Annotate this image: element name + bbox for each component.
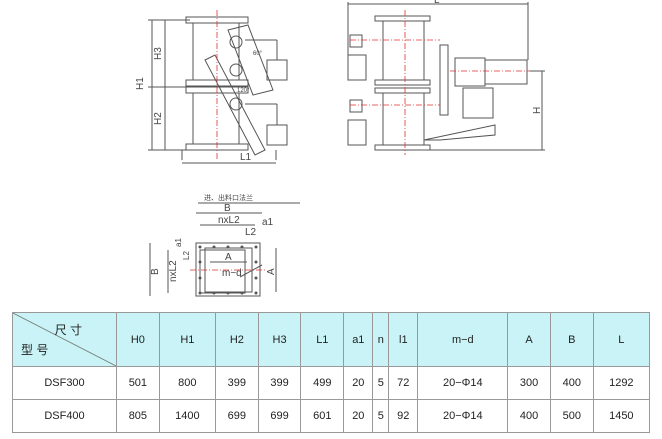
label-b-left: B	[150, 268, 161, 275]
cell: 5	[372, 399, 390, 433]
cell: 20−Φ14	[417, 399, 509, 433]
cell: 499	[300, 366, 345, 400]
label-l1: L1	[240, 152, 252, 163]
centerlines	[190, 10, 530, 271]
label-a-inner: A	[225, 252, 232, 263]
cell: 399	[257, 366, 302, 400]
front-view	[148, 16, 288, 164]
label-md: m−d	[222, 268, 242, 279]
table-row: DSF400 805 1400 699 699 601 20 5 92 20−Φ…	[12, 399, 651, 433]
cell: 400	[507, 399, 551, 433]
cell: 300	[507, 366, 551, 400]
cell: 92	[388, 399, 419, 433]
technical-drawing: H1 H3 H2 L1 60° 120° L H 进、出料口法兰 B nxL2 …	[135, 0, 545, 297]
col-header: m−d	[417, 312, 509, 367]
col-header: H3	[257, 312, 302, 367]
label-h1: H1	[135, 77, 146, 90]
flange-view	[149, 202, 300, 297]
dimension-table: 尺 寸 型 号 H0 H1 H2 H3 L1 a1 n l1 m−d A B L…	[12, 312, 651, 433]
col-header: l1	[388, 312, 419, 367]
col-header: H2	[214, 312, 259, 367]
flange-caption: 进、出料口法兰	[204, 193, 253, 202]
side-view	[347, 2, 545, 151]
label-nxl2-top: nxL2	[218, 215, 240, 226]
label-l: L	[434, 0, 440, 6]
cell: 20	[343, 399, 374, 433]
col-header: L1	[300, 312, 345, 367]
cell: 20−Φ14	[417, 366, 509, 400]
label-a-right: A	[266, 268, 277, 275]
cell: 1400	[158, 399, 216, 433]
cell: 699	[214, 399, 259, 433]
table-row: DSF300 501 800 399 399 499 20 5 72 20−Φ1…	[12, 366, 651, 400]
corner-size-label: 尺 寸	[54, 323, 82, 337]
model-cell: DSF300	[12, 366, 117, 400]
cell: 5	[372, 366, 390, 400]
cell: 72	[388, 366, 419, 400]
col-header: A	[507, 312, 551, 367]
corner-header: 尺 寸 型 号	[12, 312, 117, 367]
label-h2: H2	[153, 112, 164, 125]
cell: 1292	[592, 366, 651, 400]
cell: 501	[116, 366, 160, 400]
model-cell: DSF400	[12, 399, 117, 433]
cell: 400	[549, 366, 594, 400]
label-a1-top: a1	[262, 217, 274, 228]
col-header: H1	[158, 312, 216, 367]
table-header-row: 尺 寸 型 号 H0 H1 H2 H3 L1 a1 n l1 m−d A B L	[12, 312, 651, 367]
cell: 699	[257, 399, 302, 433]
cell: 805	[116, 399, 160, 433]
label-h3: H3	[153, 47, 164, 60]
col-header: B	[549, 312, 594, 367]
label-angle-120: 120°	[237, 88, 250, 94]
col-header: H0	[116, 312, 160, 367]
cell: 601	[300, 399, 345, 433]
cell: 1450	[592, 399, 651, 433]
col-header: L	[592, 312, 651, 367]
label-b-top: B	[224, 203, 231, 214]
label-nxl2-left: nxL2	[168, 260, 179, 282]
label-angle-60: 60°	[253, 51, 263, 57]
col-header: a1	[343, 312, 374, 367]
col-header: n	[372, 312, 390, 367]
label-h: H	[532, 107, 543, 114]
label-l2-left: L2	[182, 251, 191, 260]
label-l2-top: L2	[245, 227, 257, 238]
label-a1-left: a1	[174, 238, 183, 247]
cell: 20	[343, 366, 374, 400]
cell: 500	[549, 399, 594, 433]
corner-model-label: 型 号	[21, 343, 49, 357]
cell: 399	[214, 366, 259, 400]
cell: 800	[158, 366, 216, 400]
